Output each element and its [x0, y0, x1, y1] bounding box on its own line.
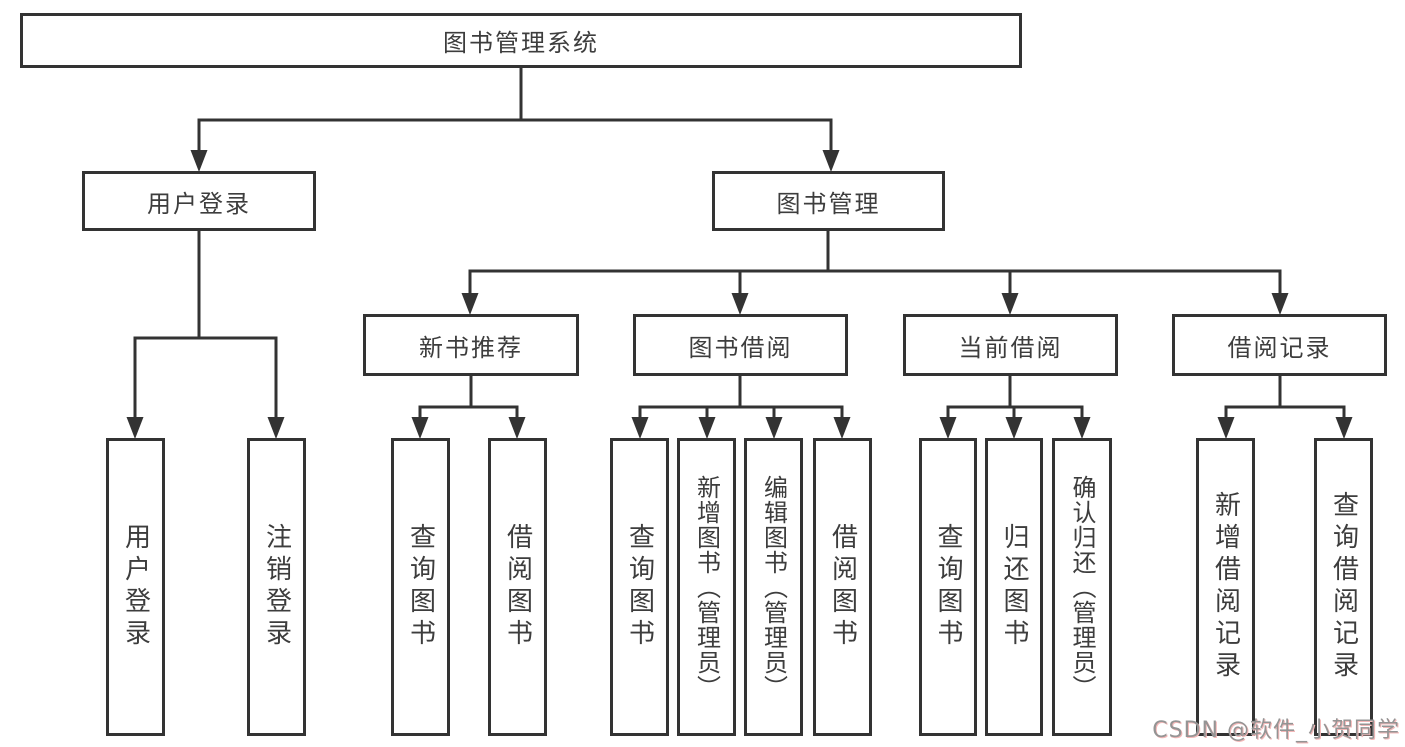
- leaf-add-borrow-record-label: 新增借阅记录: [1210, 491, 1241, 683]
- node-user-login: 用户登录: [82, 171, 316, 231]
- leaf-borrow-book-label: 借阅图书: [827, 523, 858, 651]
- leaf-logout: 注销登录: [247, 438, 306, 736]
- leaf-borrow-book-recommend-label: 借阅图书: [502, 523, 533, 651]
- node-book-management-label: 图书管理: [776, 189, 881, 218]
- node-current-borrow: 当前借阅: [903, 314, 1118, 376]
- node-user-login-label: 用户登录: [147, 189, 251, 218]
- leaf-borrow-book-recommend: 借阅图书: [488, 438, 547, 736]
- node-book-management: 图书管理: [712, 171, 945, 231]
- watermark: CSDN @软件_小贺同学: [1152, 718, 1400, 743]
- node-root-label: 图书管理系统: [443, 29, 599, 57]
- leaf-query-book-borrow: 查询图书: [610, 438, 669, 736]
- leaf-confirm-return-admin: 确认归还（管理员）: [1052, 438, 1112, 736]
- leaf-edit-book-admin-label: 编辑图书（管理员）: [759, 474, 788, 700]
- leaf-query-book-recommend: 查询图书: [391, 438, 450, 736]
- leaf-query-book-borrow-label: 查询图书: [624, 523, 655, 651]
- leaf-user-login-label: 用户登录: [120, 523, 151, 651]
- leaf-confirm-return-admin-label: 确认归还（管理员）: [1068, 474, 1096, 700]
- node-new-book-recommend: 新书推荐: [363, 314, 579, 376]
- node-borrow-record-label: 借阅记录: [1227, 333, 1332, 362]
- leaf-query-borrow-record: 查询借阅记录: [1314, 438, 1373, 736]
- leaf-query-book-recommend-label: 查询图书: [405, 523, 436, 651]
- node-borrow-record: 借阅记录: [1172, 314, 1387, 376]
- node-root: 图书管理系统: [20, 13, 1022, 68]
- leaf-add-borrow-record: 新增借阅记录: [1196, 438, 1255, 736]
- leaf-query-book-current-label: 查询图书: [933, 523, 963, 651]
- node-book-borrow: 图书借阅: [633, 314, 848, 376]
- leaf-add-book-admin-label: 新增图书（管理员）: [692, 474, 721, 700]
- leaf-edit-book-admin: 编辑图书（管理员）: [744, 438, 803, 736]
- leaf-borrow-book: 借阅图书: [813, 438, 872, 736]
- leaf-add-book-admin: 新增图书（管理员）: [677, 438, 736, 736]
- leaf-logout-label: 注销登录: [261, 523, 292, 651]
- node-book-borrow-label: 图书借阅: [688, 333, 793, 362]
- leaf-user-login: 用户登录: [106, 438, 165, 736]
- leaf-return-book: 归还图书: [985, 438, 1043, 736]
- leaf-query-borrow-record-label: 查询借阅记录: [1328, 491, 1359, 683]
- leaf-return-book-label: 归还图书: [999, 523, 1029, 651]
- node-current-borrow-label: 当前借阅: [958, 333, 1063, 362]
- leaf-query-book-current: 查询图书: [919, 438, 977, 736]
- node-new-book-recommend-label: 新书推荐: [419, 333, 523, 362]
